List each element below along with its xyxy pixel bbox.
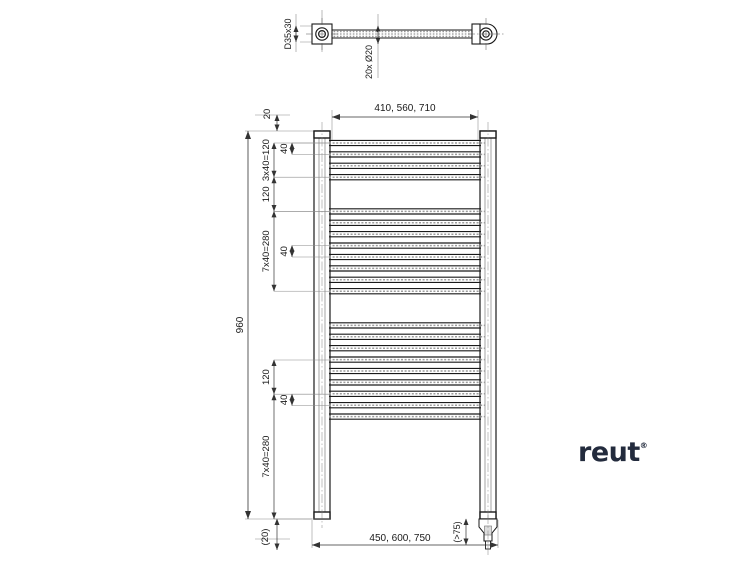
dim-chain-segment: 7x40=280 (261, 210, 330, 292)
top-rail-body (322, 29, 487, 39)
radiator-rung (329, 139, 485, 147)
dim-bottom-width-label: 450, 600, 750 (369, 533, 431, 544)
dim-chain-label: 7x40=280 (261, 436, 272, 478)
top-view-label-d35x30: D35x30 (283, 18, 293, 49)
radiator-rung (329, 253, 485, 261)
dim-chain-segment: 40 (279, 245, 330, 258)
brand-logo-registered-mark: ® (639, 441, 648, 450)
dim-chain-label: 40 (279, 395, 290, 406)
dim-top-offset-label: 20 (262, 109, 273, 120)
radiator-rung (329, 356, 485, 363)
radiator-rung (329, 402, 485, 409)
radiator-rung (329, 333, 485, 340)
dim-valve-clearance: (>75) (452, 518, 469, 545)
right-vertical-post (479, 122, 497, 528)
radiator-rungs (329, 139, 485, 420)
dim-top-width: 410, 560, 710 (332, 103, 478, 120)
dim-chain-label: 40 (279, 246, 290, 257)
dim-top-width-label: 410, 560, 710 (374, 103, 436, 114)
brand-logo: reut® (578, 437, 648, 468)
dim-overall-height-label: 960 (235, 316, 246, 333)
radiator-rung (329, 413, 485, 420)
dim-chain-label: 120 (261, 369, 272, 385)
top-section-view: D35x30 20x Ø20 (283, 10, 504, 79)
dim-chain-label: 120 (261, 186, 272, 202)
radiator-rung (329, 379, 485, 386)
radiator-rung (329, 162, 485, 169)
top-rail-left-boss (306, 18, 340, 50)
radiator-rung (329, 231, 485, 238)
radiator-rung (329, 151, 485, 158)
radiator-rung (329, 265, 485, 272)
radiator-rung (329, 367, 485, 375)
radiator-rung (329, 322, 485, 329)
dim-chain-label: 40 (279, 143, 290, 154)
dim-bottom-offset: (20) (260, 518, 280, 550)
dim-chain-label: 7x40=280 (261, 230, 272, 272)
dim-bottom-width: 450, 600, 750 (312, 533, 498, 548)
radiator-rung (329, 242, 485, 249)
radiator-rung (329, 345, 485, 352)
left-vertical-post (313, 122, 331, 528)
top-view-label-hole-count: 20x Ø20 (364, 45, 374, 79)
radiator-elevation (313, 122, 497, 528)
radiator-rung (329, 208, 485, 215)
dim-chain-segment: 7x40=280 (261, 393, 330, 520)
radiator-rung (329, 219, 485, 226)
radiator-rung (329, 174, 485, 181)
radiator-rung (329, 276, 485, 283)
brand-logo-text: reut (578, 437, 640, 468)
radiator-rung (329, 390, 485, 397)
dim-chain-group: 40 3x40=120 120 40 7x40=280 120 40 7x40=280 (261, 139, 330, 520)
top-rail-right-boss (468, 18, 504, 50)
dim-overall-height: 960 (235, 131, 251, 519)
bottom-valve-connector (478, 515, 498, 556)
dim-valve-clearance-label: (>75) (452, 521, 462, 542)
dim-chain-label: 3x40=120 (261, 139, 272, 181)
dim-bottom-offset-label: (20) (260, 529, 271, 546)
elevation-witness-lines (245, 110, 499, 548)
radiator-rung (329, 288, 485, 295)
dim-top-offset: 20 (262, 109, 280, 131)
